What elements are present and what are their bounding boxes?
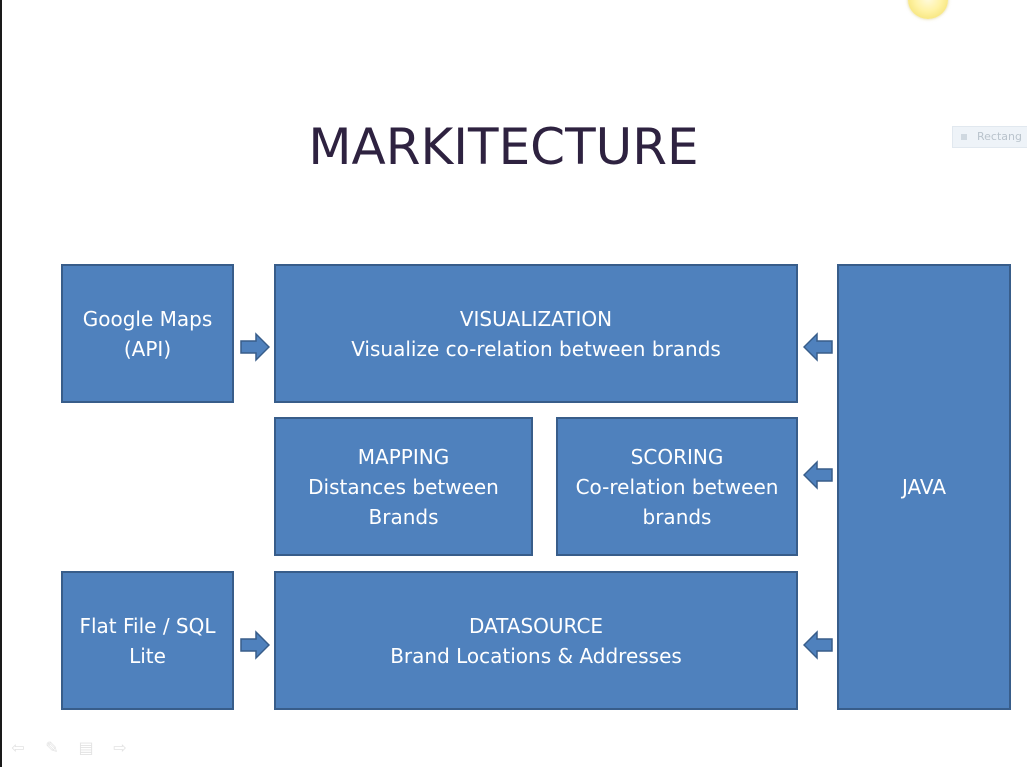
slide-title: MARKITECTURE [308, 118, 699, 176]
next-arrow-icon[interactable]: ⇨ [113, 738, 127, 757]
visualization-description: Visualize co-relation between brands [351, 336, 721, 361]
arrow-left-icon [803, 332, 833, 362]
scoring-line-2: Co-relation between [575, 474, 779, 499]
visualization-heading: VISUALIZATION [459, 306, 613, 331]
scoring-line-3: brands [642, 504, 712, 529]
flat-file-line-1: Flat File / SQL [79, 613, 216, 638]
arrow-right-icon [240, 332, 270, 362]
mapping-heading: MAPPING [357, 444, 450, 469]
google-maps-line-2: (API) [123, 336, 172, 361]
google-maps-line-1: Google Maps [82, 306, 213, 331]
arrow-left-icon [803, 630, 833, 660]
mapping-line-3: Brands [368, 504, 439, 529]
shape-label-tag: Rectang [952, 126, 1027, 148]
flat-file-line-2: Lite [129, 643, 166, 668]
prev-arrow-icon[interactable]: ⇦ [11, 738, 25, 757]
pen-icon[interactable]: ✎ [45, 738, 59, 757]
java-label: JAVA [901, 475, 947, 499]
slideshow-toolbar: ⇦ ✎ ▤ ⇨ [8, 738, 130, 758]
mapping-box: MAPPING Distances between Brands [274, 417, 533, 556]
scoring-heading: SCORING [630, 444, 724, 469]
flat-file-box: Flat File / SQL Lite [61, 571, 234, 710]
datasource-description: Brand Locations & Addresses [390, 643, 682, 668]
datasource-heading: DATASOURCE [468, 613, 604, 638]
window-left-edge [0, 0, 2, 767]
datasource-box: DATASOURCE Brand Locations & Addresses [274, 571, 798, 710]
scoring-box: SCORING Co-relation between brands [556, 417, 798, 556]
java-box: JAVA [837, 264, 1011, 710]
visualization-box: VISUALIZATION Visualize co-relation betw… [274, 264, 798, 403]
shape-label-text: Rectang [977, 130, 1022, 143]
arrow-right-icon [240, 630, 270, 660]
mapping-line-2: Distances between [308, 474, 499, 499]
sun-shape [908, 0, 948, 19]
menu-icon[interactable]: ▤ [78, 738, 94, 757]
arrow-left-icon [803, 460, 833, 490]
shape-square-icon [961, 134, 967, 140]
google-maps-box: Google Maps (API) [61, 264, 234, 403]
